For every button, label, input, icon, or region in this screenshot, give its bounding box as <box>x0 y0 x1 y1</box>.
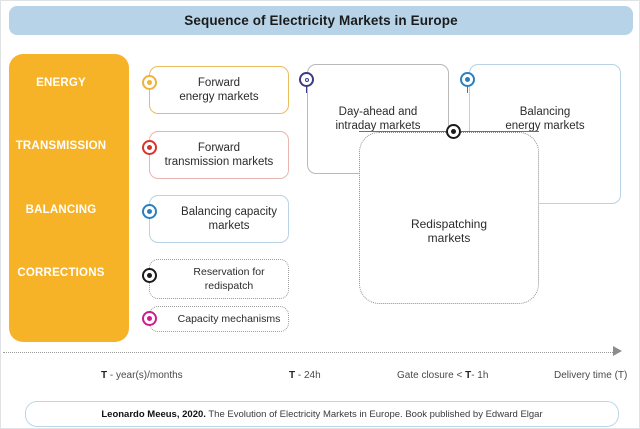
node-icon-balancing-energy-markets <box>460 72 475 87</box>
connector-redispatching-left <box>359 131 453 133</box>
timeline-tick-1: T - 24h <box>289 370 321 381</box>
page-title: Sequence of Electricity Markets in Europ… <box>184 13 458 28</box>
node-icon-capacity-mechanisms <box>142 311 157 326</box>
node-icon-redispatching-markets <box>446 124 461 139</box>
timeline-tick-3: Delivery time (T) <box>554 370 628 381</box>
category-label-balancing: BALANCING <box>25 204 97 216</box>
market-label-capacity-mechanisms: Capacity mechanisms <box>177 313 281 325</box>
market-box-capacity-mechanisms[interactable]: Capacity mechanisms <box>149 306 289 332</box>
timeline-axis <box>3 352 615 353</box>
node-icon-forward-transmission-markets <box>142 140 157 155</box>
source-citation-box: Leonardo Meeus, 2020. The Evolution of E… <box>25 401 619 427</box>
category-label-energy: ENERGY <box>36 77 86 89</box>
source-citation: Leonardo Meeus, 2020. The Evolution of E… <box>101 409 542 420</box>
connector-redispatching-right <box>453 131 539 133</box>
diagram-title-bar: Sequence of Electricity Markets in Europ… <box>9 6 633 35</box>
timeline-tick-0: T - year(s)/months <box>101 370 183 381</box>
citation-author: Leonardo Meeus, 2020. <box>101 408 206 420</box>
citation-text: The Evolution of Electricity Markets in … <box>205 408 543 420</box>
timeline-tick-2: Gate closure < T- 1h <box>397 370 489 381</box>
node-icon-balancing-capacity-markets <box>142 204 157 219</box>
category-label-corrections: CORRECTIONS <box>17 267 105 279</box>
category-panel <box>9 54 129 342</box>
category-label-transmission: TRANSMISSION <box>15 140 107 152</box>
node-icon-reservation-for-redispatch <box>142 268 157 283</box>
node-icon-day-ahead-and-intraday-markets <box>299 72 314 87</box>
node-icon-forward-energy-markets <box>142 75 157 90</box>
timeline-arrow-icon <box>613 346 622 356</box>
